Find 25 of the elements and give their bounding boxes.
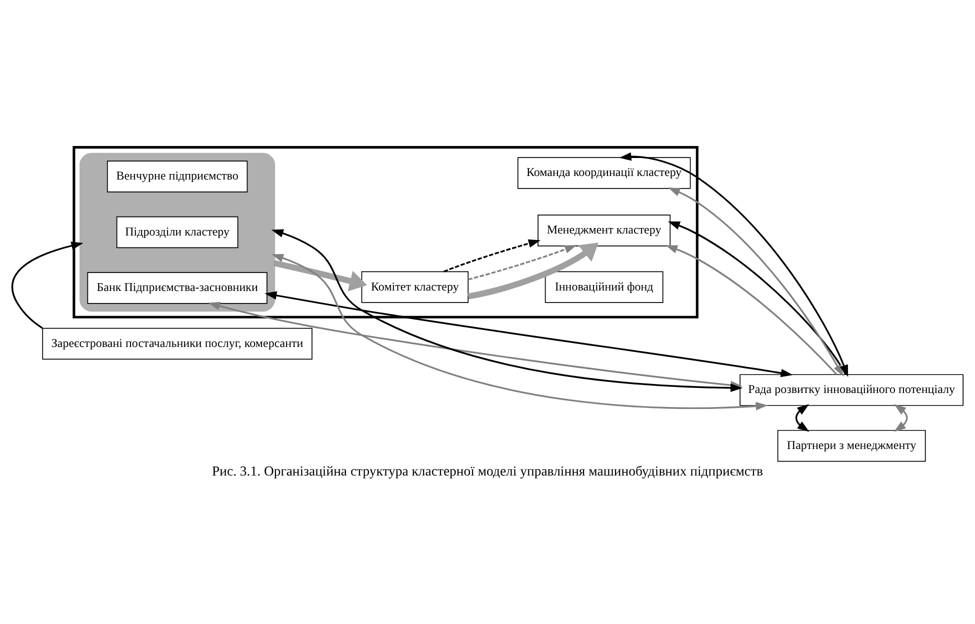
arrow: [665, 245, 838, 376]
arrow: [12, 242, 84, 329]
caption: Рис. 3.1. Організаційна структура кластерної моделі управління машинобудівних підприємств: [212, 464, 763, 479]
arrow: [668, 187, 844, 377]
node-box: Банк Підприємства-засновники: [87, 272, 268, 304]
node-box: Зареєстровані постачальники послуг, комерсанти: [42, 328, 312, 360]
node-box: Комітет кластеру: [361, 271, 469, 303]
arrow: [444, 239, 541, 272]
node-box: Венчурне підприємство: [106, 160, 248, 192]
cluster: [72, 146, 698, 318]
arrow: [468, 245, 577, 280]
arrow: [271, 254, 768, 410]
node-box: Рада розвитку інноваційного потенціалу: [740, 374, 964, 406]
node-box: Інноваційний фонд: [544, 271, 664, 303]
arrow: [668, 221, 846, 375]
node-box: Підрозділи кластеру: [116, 216, 238, 248]
node-box: Партнери з менеджменту: [777, 430, 926, 462]
arrow: [795, 404, 810, 432]
node-box: Команда координації кластеру: [517, 157, 691, 189]
node-box: Менеджмент кластеру: [538, 214, 671, 246]
arrow: [894, 404, 908, 432]
arrow: [619, 152, 848, 377]
arrow: [468, 242, 598, 300]
arrow: [264, 291, 793, 378]
arrow: [273, 260, 368, 292]
